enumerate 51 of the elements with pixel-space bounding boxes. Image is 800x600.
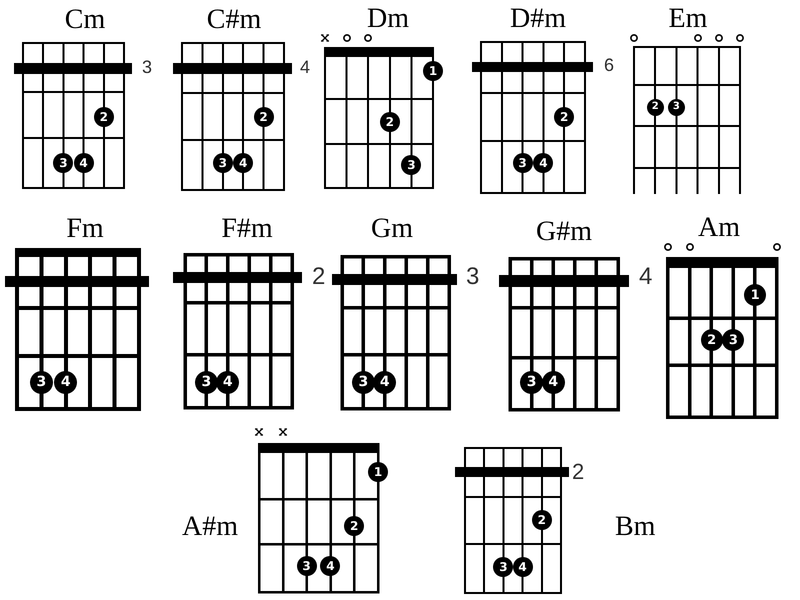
fret-number: 2 [312,265,326,289]
fret-number: 3 [466,265,480,289]
chord-name: Bm [615,513,656,541]
finger-dot: 3 [53,153,74,173]
finger-dot: 2 [646,98,664,116]
finger-dot: 1 [744,284,766,306]
finger-dot: 2 [254,107,274,127]
finger-dot: 1 [368,462,388,482]
finger-dot: 3 [194,370,218,394]
chord-name: Am [698,214,740,242]
finger-dot: 4 [233,153,254,173]
chord-name: Em [668,4,708,32]
finger-dot: 3 [512,153,533,173]
finger-dot: 2 [532,510,552,530]
finger-dot: 3 [722,329,744,351]
finger-dot: 1 [423,61,443,81]
finger-dot: 3 [30,370,53,394]
chord-name: C#m [206,6,262,34]
fret-number: 4 [300,58,310,76]
finger-dot: 2 [94,107,114,127]
finger-dot: 4 [74,153,94,173]
chord-name: F#m [221,215,273,243]
finger-dot: 2 [380,112,400,132]
finger-dot: 3 [493,557,514,577]
chord-name: Cm [64,6,106,34]
finger-dot: 4 [533,153,554,173]
finger-dot: 4 [320,556,340,576]
finger-dot: 2 [700,329,723,351]
finger-dot: 3 [212,153,233,173]
fret-number: 3 [142,58,152,76]
finger-dot: 2 [344,516,364,536]
finger-dot: 3 [668,98,685,116]
fret-number: 4 [639,265,652,289]
finger-dot: 3 [401,155,422,175]
finger-dot: 4 [542,370,565,394]
chord-name: Fm [66,215,104,243]
finger-dot: 4 [54,370,78,394]
finger-dot: 4 [216,370,240,394]
finger-dot: 3 [352,370,375,394]
fret-number: 6 [604,56,614,74]
finger-dot: 4 [373,370,396,394]
chord-name: G#m [536,218,592,246]
chord-name: Gm [371,215,413,243]
chord-name: Dm [367,5,409,33]
finger-dot: 3 [296,556,317,576]
finger-dot: 3 [520,370,544,394]
fret-number: 2 [572,461,584,483]
finger-dot: 4 [512,557,533,577]
chord-name: D#m [510,5,566,33]
chord-name: A#m [182,513,238,541]
finger-dot: 2 [554,107,574,127]
